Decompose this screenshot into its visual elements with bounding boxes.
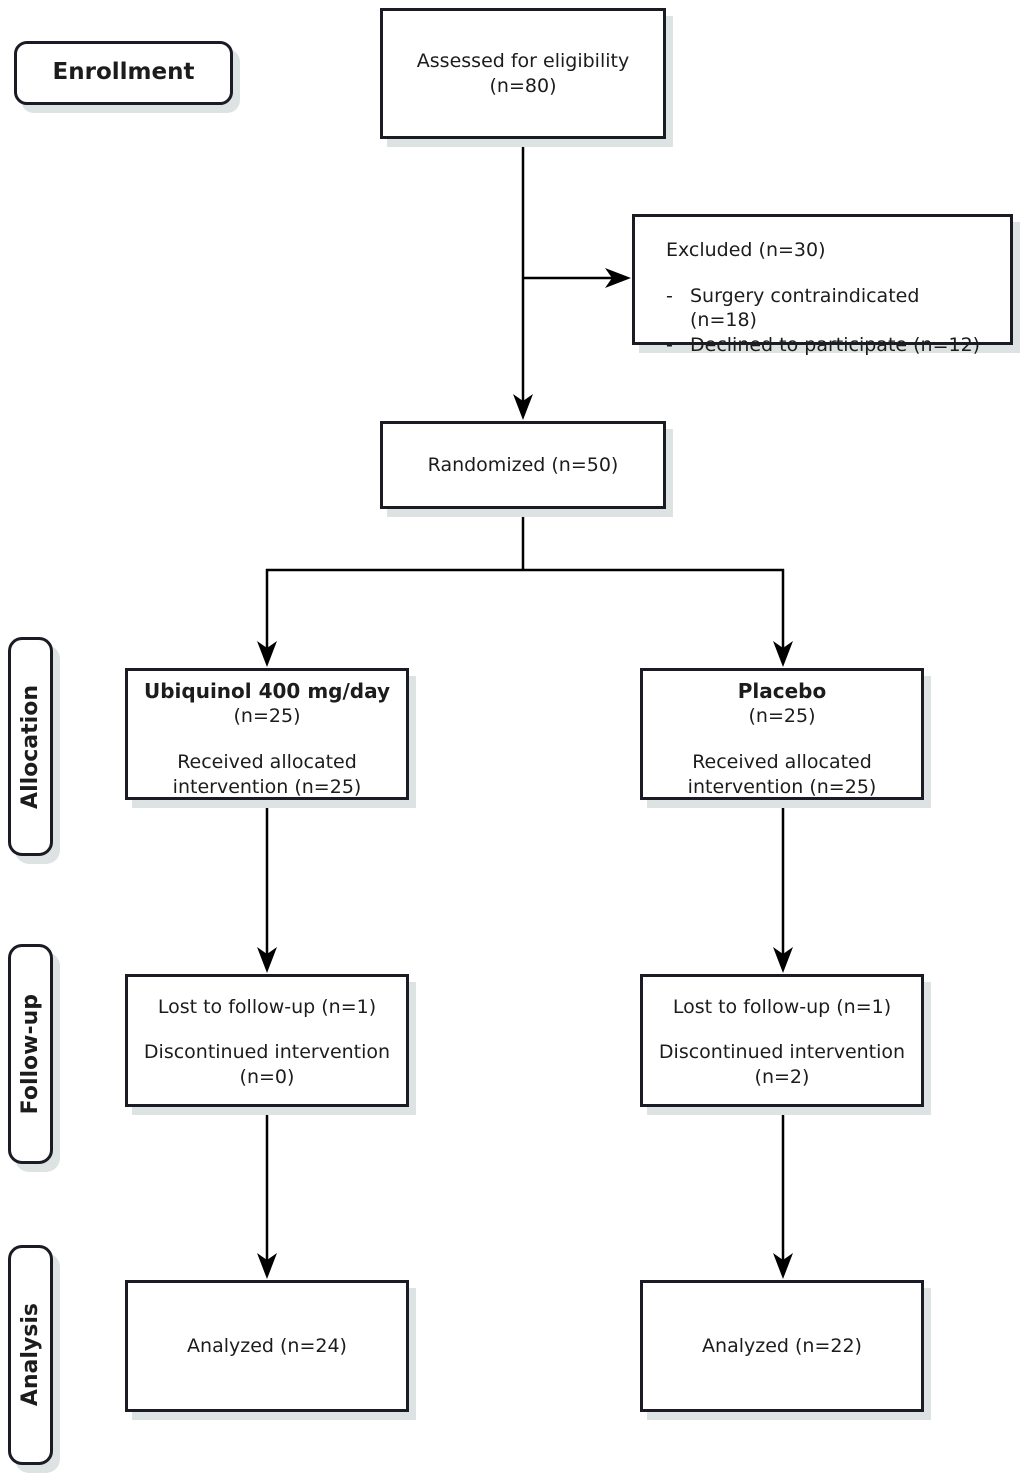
arm-left-body: Received allocated intervention (n=25) xyxy=(173,750,362,799)
arrowhead-into-randomized xyxy=(513,394,533,420)
stage-label-followup: Follow-up xyxy=(8,944,53,1164)
arm-right-n: (n=25) xyxy=(748,705,816,728)
placebo-arm-box: Placebo (n=25) Received allocated interv… xyxy=(640,668,924,800)
arrowhead-into-analysis-right xyxy=(773,1253,793,1279)
followup-left-line1: Lost to follow-up (n=1) xyxy=(157,996,377,1019)
excluded-item-text: Declined to participate (n=12) xyxy=(690,334,981,357)
excluded-title: Excluded (n=30) xyxy=(666,239,826,261)
excluded-list: - Surgery contraindicated (n=18) - Decli… xyxy=(666,284,992,358)
followup-right-box: Lost to follow-up (n=1) Discontinued int… xyxy=(640,974,924,1107)
excluded-item-text: Surgery contraindicated (n=18) xyxy=(690,284,920,332)
followup-left-body: Discontinued intervention (n=0) xyxy=(144,1040,390,1089)
assessed-box: Assessed for eligibility (n=80) xyxy=(380,8,666,139)
arrowhead-into-followup-left xyxy=(257,947,277,973)
arrowhead-into-arm-left xyxy=(257,641,277,667)
randomized-text: Randomized (n=50) xyxy=(427,453,619,476)
followup-right-line2: Discontinued intervention xyxy=(658,1041,906,1064)
assessed-line2: (n=80) xyxy=(489,74,557,97)
arm-right-body: Received allocated intervention (n=25) xyxy=(688,750,877,799)
arm-right-body-line1: Received allocated xyxy=(692,751,872,774)
stage-label-allocation-text: Allocation xyxy=(18,684,43,809)
excluded-item: - Declined to participate (n=12) xyxy=(666,333,992,358)
arm-left-n: (n=25) xyxy=(233,705,301,728)
arm-right-body-line2: intervention (n=25) xyxy=(687,775,877,798)
arrowhead-into-excluded xyxy=(605,268,631,288)
excluded-item: - Surgery contraindicated (n=18) xyxy=(666,284,992,333)
analyzed-right-text: Analyzed (n=22) xyxy=(702,1334,862,1357)
arm-left-body-line1: Received allocated xyxy=(177,751,357,774)
arm-right-title: Placebo xyxy=(737,679,827,704)
arm-left-body-line2: intervention (n=25) xyxy=(172,775,362,798)
stage-label-enrollment: Enrollment xyxy=(14,41,233,105)
excluded-box: Excluded (n=30) - Surgery contraindicate… xyxy=(632,214,1013,356)
arrowhead-into-arm-right xyxy=(773,641,793,667)
assessed-line1: Assessed for eligibility xyxy=(416,49,630,72)
randomized-box: Randomized (n=50) xyxy=(380,421,666,509)
analysis-left-box: Analyzed (n=24) xyxy=(125,1280,409,1412)
ubiquinol-arm-box: Ubiquinol 400 mg/day (n=25) Received all… xyxy=(125,668,409,800)
followup-left-line3: (n=0) xyxy=(239,1065,295,1088)
stage-label-allocation: Allocation xyxy=(8,637,53,856)
followup-left-line2: Discontinued intervention xyxy=(143,1041,391,1064)
stage-label-analysis: Analysis xyxy=(8,1245,53,1465)
followup-left-box: Lost to follow-up (n=1) Discontinued int… xyxy=(125,974,409,1107)
analyzed-left-text: Analyzed (n=24) xyxy=(187,1334,347,1357)
analysis-right-box: Analyzed (n=22) xyxy=(640,1280,924,1412)
arm-left-title: Ubiquinol 400 mg/day xyxy=(143,679,391,704)
followup-right-line1: Lost to follow-up (n=1) xyxy=(672,996,892,1019)
stage-label-followup-text: Follow-up xyxy=(18,993,43,1115)
stage-label-enrollment-text: Enrollment xyxy=(52,59,195,86)
stage-label-analysis-text: Analysis xyxy=(18,1303,43,1407)
followup-right-line3: (n=2) xyxy=(754,1065,810,1088)
arrowhead-into-analysis-left xyxy=(257,1253,277,1279)
arrowhead-into-followup-right xyxy=(773,947,793,973)
list-dash: - xyxy=(666,284,673,307)
list-dash: - xyxy=(666,334,673,357)
followup-right-body: Discontinued intervention (n=2) xyxy=(659,1040,905,1089)
